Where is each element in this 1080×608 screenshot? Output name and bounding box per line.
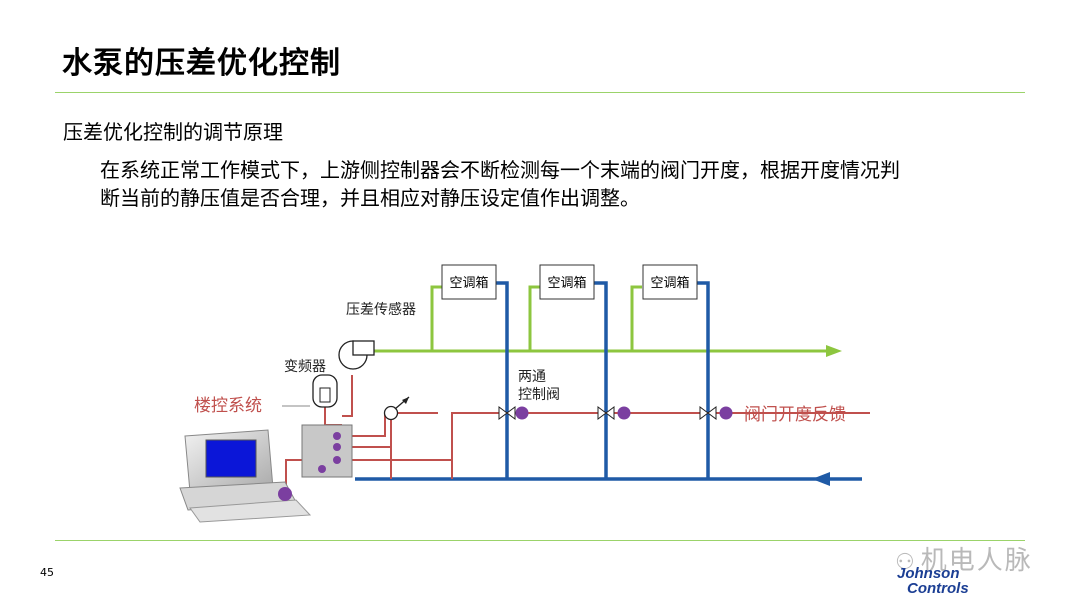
body-line-2: 断当前的静压值是否合理，并且相应对静压设定值作出调整。 <box>100 186 640 210</box>
vfd-icon <box>312 374 338 408</box>
bms-label: 楼控系统 <box>194 396 262 416</box>
logo-line-2: Controls <box>907 580 969 597</box>
feedback-label: 阀门开度反馈 <box>744 405 846 425</box>
footer-divider <box>55 540 1025 541</box>
valve-label-line1: 两通 <box>518 369 546 385</box>
controller-panel <box>301 424 353 478</box>
two-way-valve <box>597 406 631 420</box>
watermark: ⚇机电人脉 <box>895 540 1033 577</box>
computer-icon <box>179 429 312 523</box>
return-flow-arrow <box>812 472 830 486</box>
logo-line-1: Johnson <box>897 565 960 582</box>
body-line-1: 在系统正常工作模式下，上游侧控制器会不断检测每一个末端的阀门开度，根据开度情况判 <box>100 158 900 182</box>
two-way-valve <box>699 406 733 420</box>
wechat-icon: ⚇ <box>895 550 917 575</box>
ahu-label: 空调箱 <box>547 275 586 291</box>
ahu-box: 空调箱 <box>441 264 497 300</box>
valve-label-line2: 控制阀 <box>518 387 560 403</box>
pressure-sensor-icon <box>383 396 410 421</box>
supply-flow-arrow <box>826 345 842 357</box>
page-title: 水泵的压差优化控制 <box>62 46 341 81</box>
watermark-text: 机电人脉 <box>920 546 1033 576</box>
dp-sensor-label: 压差传感器 <box>346 301 416 318</box>
ahu-box: 空调箱 <box>539 264 595 300</box>
section-subtitle: 压差优化控制的调节原理 <box>63 120 283 144</box>
ahu-label: 空调箱 <box>650 275 689 291</box>
ahu-label: 空调箱 <box>449 275 488 291</box>
johnson-controls-logo: Johnson Controls <box>893 566 1013 602</box>
pump-icon <box>338 340 375 370</box>
body-paragraph: 在系统正常工作模式下，上游侧控制器会不断检测每一个末端的阀门开度，根据开度情况判… <box>100 156 1020 212</box>
supply-pipe <box>372 285 828 353</box>
title-divider <box>55 92 1025 93</box>
ahu-box: 空调箱 <box>642 264 698 300</box>
vfd-label: 变频器 <box>284 359 326 375</box>
page-number: 45 <box>40 566 54 579</box>
two-way-valve <box>498 406 529 420</box>
signal-lines <box>285 375 870 492</box>
